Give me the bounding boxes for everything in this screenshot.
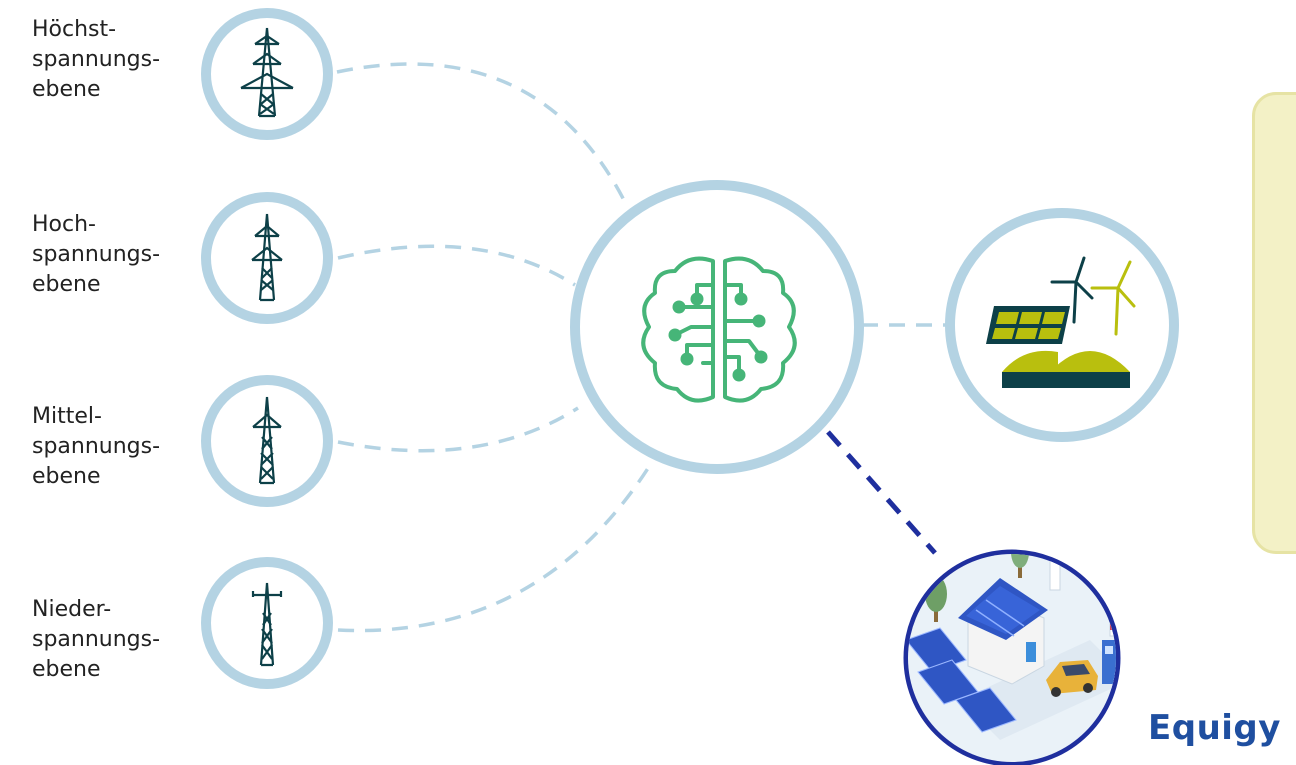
- stack-icon: [1049, 554, 1061, 591]
- wind-turbine-icon: [1090, 260, 1136, 336]
- level-ring-nieder: [201, 557, 333, 689]
- level-ring-mittel: [201, 375, 333, 507]
- level-label-line: ebene: [32, 657, 101, 682]
- ground-solar-panels: [908, 627, 1017, 733]
- level-label-line: ebene: [32, 77, 101, 102]
- connector-mittel: [337, 406, 579, 453]
- center-ring: [570, 180, 864, 474]
- ai-brain-icon: [641, 256, 797, 403]
- transmission-tower-icon: [240, 27, 294, 118]
- connector-nieder: [337, 461, 654, 633]
- level-label-hoechst: Höchst- spannungs- ebene: [32, 15, 192, 105]
- brand-name: Equigy: [1148, 708, 1281, 748]
- wind-turbine-icon: [1050, 256, 1094, 324]
- connector-hoch: [337, 244, 576, 287]
- renewable-energy-icon: [986, 256, 1136, 388]
- note-box: [1252, 92, 1296, 554]
- smart-home-energy-illustration: [908, 554, 1116, 762]
- level-label-line: spannungs-: [32, 47, 161, 72]
- tree-icon: [1011, 554, 1029, 578]
- level-label-line: ebene: [32, 272, 101, 297]
- car-icon: [1046, 660, 1098, 697]
- level-label-mittel: Mittel- spannungs- ebene: [32, 402, 192, 492]
- distribution-pole-icon: [251, 582, 283, 667]
- solar-panel-icon: [986, 306, 1070, 344]
- level-label-nieder: Nieder- spannungs- ebene: [32, 595, 192, 685]
- house-icon: [958, 578, 1048, 685]
- level-label-hoch: Hoch- spannungs- ebene: [32, 210, 192, 300]
- level-label-line: spannungs-: [32, 627, 161, 652]
- transmission-tower-icon: [252, 396, 282, 485]
- level-label-line: spannungs-: [32, 434, 161, 459]
- level-label-line: Mittel-: [32, 404, 102, 429]
- level-label-line: spannungs-: [32, 242, 161, 267]
- level-ring-hoch: [201, 192, 333, 324]
- level-label-line: ebene: [32, 464, 101, 489]
- connector-hoechst: [336, 62, 630, 209]
- transmission-tower-icon: [251, 213, 283, 302]
- connectors: [336, 62, 948, 633]
- level-label-line: Höchst-: [32, 17, 117, 42]
- level-label-line: Hoch-: [32, 212, 96, 237]
- biogas-plant-icon: [1002, 350, 1130, 388]
- level-label-line: Nieder-: [32, 597, 112, 622]
- connector-equigy: [826, 430, 937, 555]
